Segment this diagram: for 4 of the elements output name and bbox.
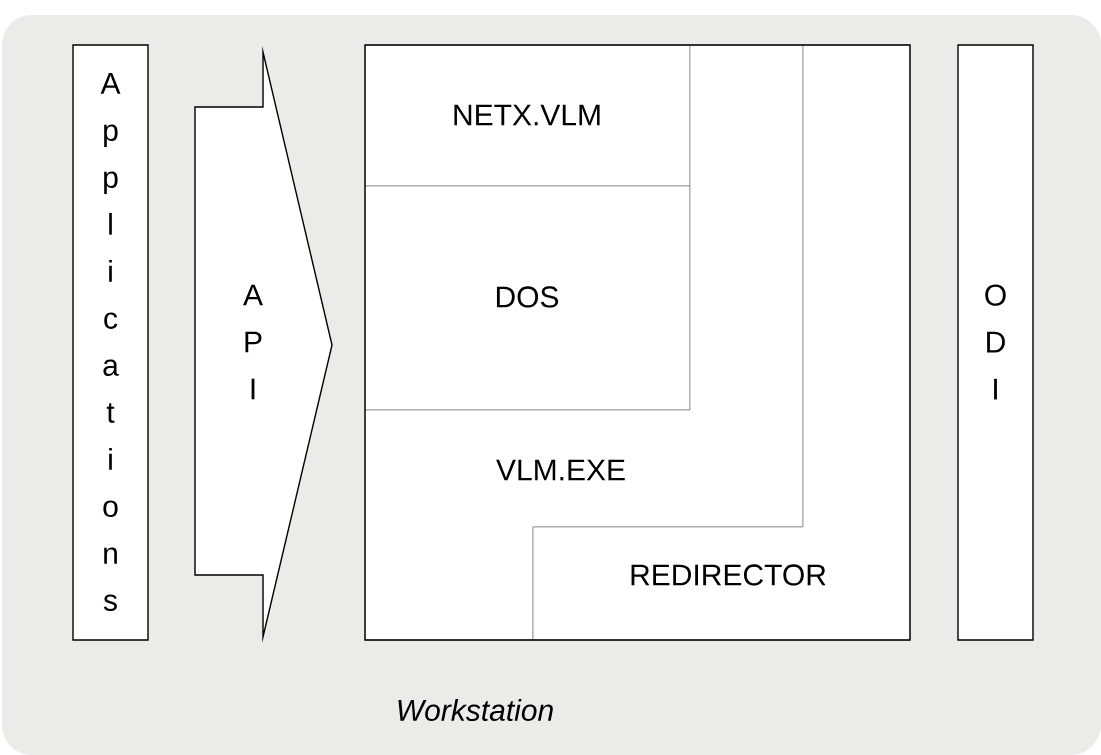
applications-bar: Applications	[72, 44, 149, 641]
odi-bar: ODI	[957, 44, 1034, 641]
netx-layer: NETX.VLM	[364, 44, 691, 187]
dos-layer: DOS	[364, 185, 691, 411]
